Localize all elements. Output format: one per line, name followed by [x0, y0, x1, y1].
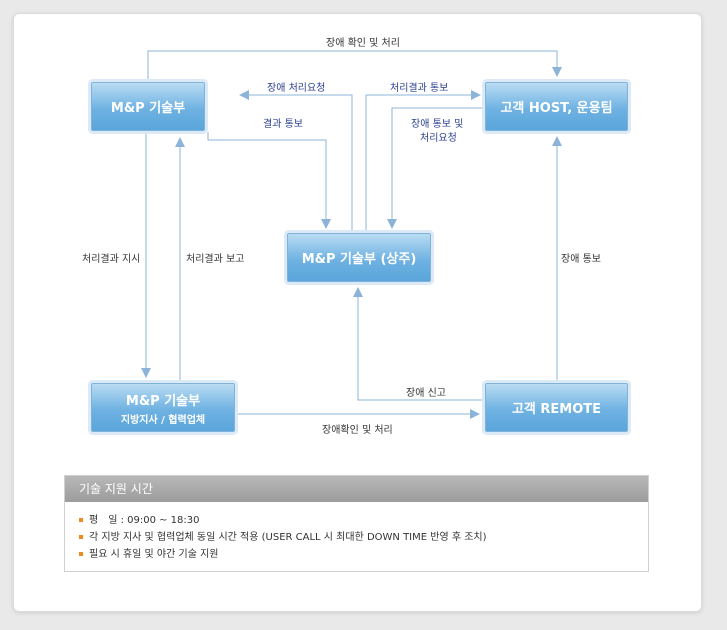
edge-request	[239, 90, 353, 232]
node-mp-tech-branch: M&P 기술부 지방지사 / 협력업체	[91, 383, 235, 432]
label-fault-notify: 장애 통보	[561, 254, 601, 265]
support-hours-box: 기술 지원 시간 평 일 : 09:00 ~ 18:30 각 지방 지사 및 협…	[64, 475, 649, 572]
label-notify-request-2: 처리요청	[420, 133, 457, 144]
node-mp-tech-branch-sub: 지방지사 / 협력업체	[120, 414, 206, 426]
edge-fault-report	[353, 287, 484, 401]
edge-top-confirm	[147, 50, 562, 80]
node-customer-host-label: 고객 HOST, 운용팀	[500, 101, 613, 116]
support-hours-list: 평 일 : 09:00 ~ 18:30 각 지방 지사 및 협력업체 동일 시간…	[79, 512, 648, 563]
label-top-confirm: 장애 확인 및 처리	[326, 38, 400, 49]
node-mp-tech-resident-label: M&P 기술부 (상주)	[301, 252, 417, 267]
label-result-instruct: 처리결과 지시	[82, 254, 141, 265]
support-hours-title: 기술 지원 시간	[65, 476, 648, 502]
edge-result-host	[365, 90, 481, 232]
node-mp-tech-branch-label: M&P 기술부	[125, 393, 201, 409]
node-customer-remote: 고객 REMOTE	[485, 383, 628, 432]
list-item: 각 지방 지사 및 협력업체 동일 시간 적용 (USER CALL 시 최대한…	[79, 529, 648, 546]
node-customer-remote-label: 고객 REMOTE	[511, 402, 602, 417]
label-result-notify: 결과 통보	[263, 119, 303, 130]
label-notify-request-1: 장애 통보 및	[411, 119, 464, 130]
node-mp-tech-resident: M&P 기술부 (상주)	[287, 233, 431, 282]
label-bottom-confirm: 장애확인 및 처리	[322, 425, 393, 436]
edge-notify-request	[387, 107, 485, 229]
label-request: 장애 처리요청	[267, 83, 326, 94]
list-item: 필요 시 휴일 및 야간 기술 지원	[79, 546, 648, 563]
label-result-host: 처리결과 통보	[390, 83, 449, 94]
node-mp-tech-label: M&P 기술부	[110, 101, 186, 116]
edge-result-notify	[207, 132, 331, 229]
list-item: 평 일 : 09:00 ~ 18:30	[79, 512, 648, 529]
node-customer-host: 고객 HOST, 운용팀	[485, 82, 628, 131]
node-mp-tech: M&P 기술부	[91, 82, 205, 131]
label-result-report: 처리결과 보고	[186, 254, 245, 265]
label-fault-report: 장애 신고	[406, 388, 446, 399]
